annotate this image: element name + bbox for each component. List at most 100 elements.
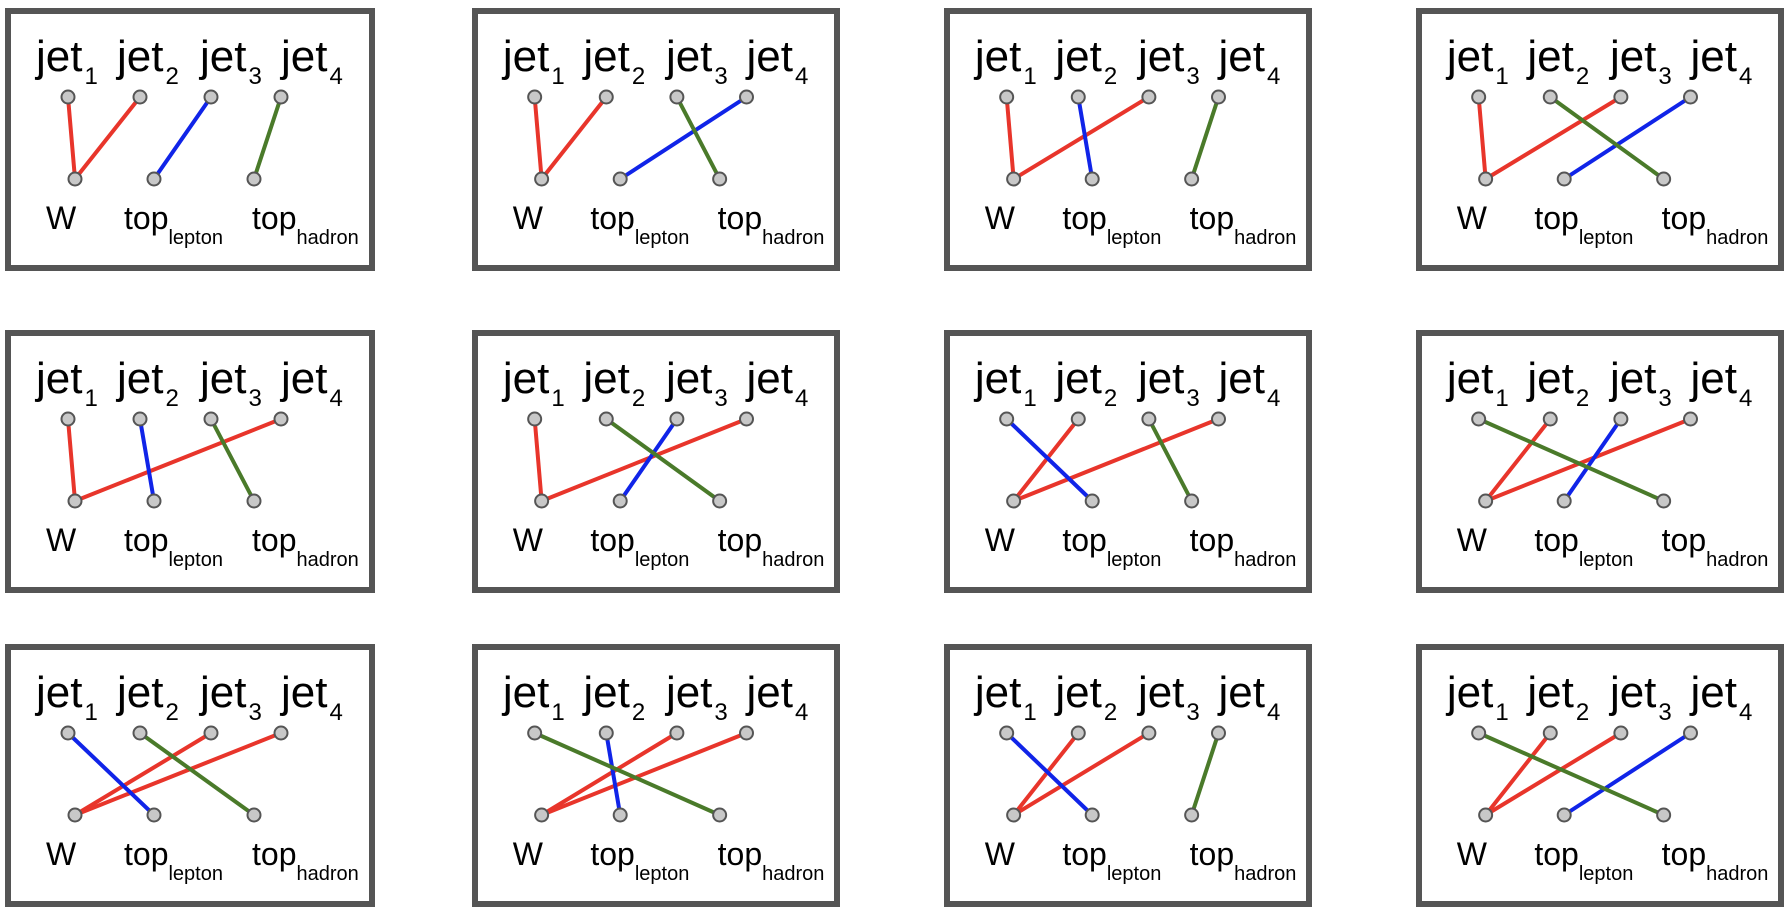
connection-jet4-W <box>539 417 749 503</box>
jet-node-1 <box>60 725 76 741</box>
target-node-top-hadron <box>712 807 728 823</box>
jet-node-3 <box>203 725 219 741</box>
jet-label-1: jet1 <box>501 32 565 90</box>
connection-jet1-top-lepton <box>66 731 156 817</box>
connection-jet2-W <box>73 95 142 181</box>
target-label-W: W <box>46 200 77 236</box>
target-label-top-lepton: toplepton <box>124 522 223 571</box>
jet-label-1: jet1 <box>501 668 565 726</box>
target-node-top-hadron <box>1184 493 1200 509</box>
jet-node-1 <box>527 725 543 741</box>
jet-node-3 <box>203 411 219 427</box>
target-node-W <box>1006 493 1022 509</box>
target-node-top-lepton <box>1556 493 1572 509</box>
connection-jet1-top-hadron <box>1476 731 1666 817</box>
target-node-top-lepton <box>1556 807 1572 823</box>
jet-node-1 <box>527 89 543 105</box>
target-label-top-lepton: toplepton <box>1062 522 1161 571</box>
target-label-top-lepton: toplepton <box>1534 200 1633 249</box>
target-label-W: W <box>513 522 544 558</box>
panel-frame <box>1416 644 1784 907</box>
target-node-top-hadron <box>246 171 262 187</box>
connection-jet4-top-hadron <box>252 95 283 181</box>
target-label-top-hadron: tophadron <box>718 200 825 249</box>
connection-jet1-W <box>66 417 77 503</box>
target-node-W <box>1478 807 1494 823</box>
jet-label-4: jet4 <box>1689 32 1753 90</box>
connection-jet4-W <box>73 731 283 817</box>
jet-node-4 <box>1683 725 1698 741</box>
connection-jet1-top-hadron <box>532 731 722 817</box>
jet-label-1: jet1 <box>1445 354 1509 412</box>
connection-jet3-W <box>1483 731 1623 817</box>
target-node-W <box>1006 807 1022 823</box>
jet-node-3 <box>1141 89 1157 105</box>
target-node-top-hadron <box>712 171 728 187</box>
target-label-W: W <box>46 836 77 872</box>
connection-jet1-W <box>66 95 77 181</box>
target-node-top-hadron <box>1184 171 1200 187</box>
jet-label-3: jet3 <box>198 32 262 90</box>
jet-label-3: jet3 <box>1608 32 1672 90</box>
jet-node-2 <box>1542 725 1558 741</box>
connection-jet4-top-lepton <box>618 95 749 181</box>
target-node-top-hadron <box>712 493 728 509</box>
jet-label-3: jet3 <box>664 354 728 412</box>
jet-label-4: jet4 <box>745 32 809 90</box>
connection-jet4-W <box>1483 417 1693 503</box>
jet-label-4: jet4 <box>745 668 809 726</box>
panel-frame <box>5 8 375 271</box>
jet-label-3: jet3 <box>1136 32 1200 90</box>
panel-frame <box>1416 8 1784 271</box>
target-node-top-lepton <box>612 171 628 187</box>
target-node-W <box>1478 493 1494 509</box>
jet-node-1 <box>1471 89 1487 105</box>
jet-node-1 <box>999 411 1015 427</box>
connection-jet3-top-hadron <box>1146 417 1194 503</box>
jet-label-3: jet3 <box>198 668 262 726</box>
jet-label-4: jet4 <box>279 668 343 726</box>
jet-label-1: jet1 <box>34 32 98 90</box>
jet-node-2 <box>598 725 614 741</box>
jet-node-1 <box>60 411 76 427</box>
panel-frame <box>472 330 840 593</box>
jet-label-2: jet2 <box>581 354 645 412</box>
jet-label-3: jet3 <box>1136 668 1200 726</box>
connection-jet3-top-hadron <box>674 95 722 181</box>
jet-label-1: jet1 <box>973 32 1037 90</box>
jet-label-1: jet1 <box>1445 668 1509 726</box>
target-node-W <box>1478 171 1494 187</box>
jet-label-2: jet2 <box>1525 668 1589 726</box>
jet-label-2: jet2 <box>581 32 645 90</box>
connection-jet1-top-hadron <box>1476 417 1666 503</box>
target-label-top-lepton: toplepton <box>1062 200 1161 249</box>
target-node-top-lepton <box>1084 171 1100 187</box>
connection-jet4-top-lepton <box>1562 731 1693 817</box>
connection-jet4-W <box>1011 417 1221 503</box>
jet-label-1: jet1 <box>1445 32 1509 90</box>
connection-jet2-W <box>1483 731 1553 817</box>
jet-node-1 <box>999 725 1015 741</box>
target-node-W <box>67 493 83 509</box>
jet-node-4 <box>1211 89 1226 105</box>
target-node-top-lepton <box>146 807 162 823</box>
target-label-W: W <box>1457 836 1488 872</box>
connection-jet4-top-lepton <box>1562 95 1693 181</box>
jet-node-4 <box>1683 411 1698 427</box>
jet-label-3: jet3 <box>664 668 728 726</box>
connection-jet2-W <box>1011 417 1081 503</box>
connection-jet2-top-hadron <box>1548 95 1666 181</box>
jet-node-1 <box>527 411 543 427</box>
target-label-top-lepton: toplepton <box>1534 522 1633 571</box>
jet-node-3 <box>203 89 219 105</box>
target-label-top-hadron: tophadron <box>1190 200 1297 249</box>
connection-jet3-W <box>539 731 679 817</box>
connection-jet2-W <box>1483 417 1553 503</box>
target-node-top-lepton <box>1556 171 1572 187</box>
jet-node-2 <box>132 411 148 427</box>
jet-node-3 <box>1613 725 1629 741</box>
jet-node-4 <box>273 89 289 105</box>
